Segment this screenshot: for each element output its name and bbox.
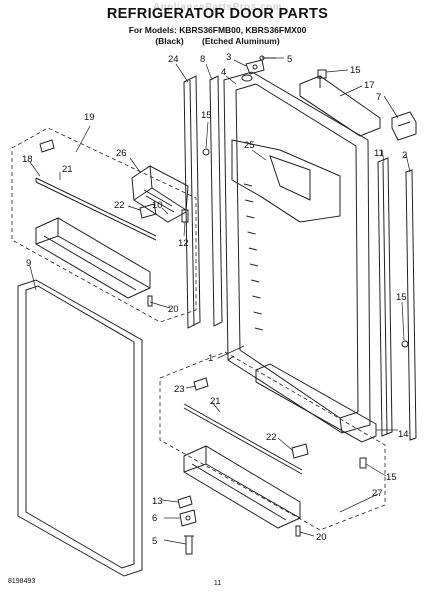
door-bin-part-10	[35, 217, 151, 299]
screw-part-15-bottom	[359, 457, 367, 469]
callout-11: 11	[374, 148, 384, 159]
liner-dimple	[249, 263, 259, 267]
callout-13: 13	[152, 496, 163, 507]
bottom-hinge-part-13	[177, 495, 193, 509]
screw-part-5-top	[259, 55, 276, 61]
liner-dimple	[252, 295, 261, 299]
callout-8: 8	[200, 54, 205, 65]
shelf-wire-part-21-lower	[183, 403, 303, 475]
callout-12: 12	[178, 238, 189, 249]
screw-part-15-right	[401, 340, 409, 348]
screw-part-12	[181, 209, 189, 223]
model-variants: (Black) (Etched Aluminum)	[0, 36, 435, 46]
callout-22-upper: 22	[114, 200, 125, 211]
callout-17: 17	[364, 80, 375, 91]
callout-5-bottom: 5	[152, 536, 157, 547]
callout-9: 9	[26, 258, 31, 269]
callout-4: 4	[221, 67, 226, 78]
callout-15-top: 15	[350, 65, 361, 76]
liner-dimple	[245, 199, 254, 203]
callout-26: 26	[116, 148, 127, 159]
screw-part-15-top	[317, 69, 327, 79]
model-numbers: For Models: KBRS36FMB00, KBRS36FMX00	[128, 25, 307, 35]
door-panel-part-1	[223, 71, 371, 434]
callout-2: 2	[402, 150, 407, 161]
callout-15-mid: 15	[201, 110, 212, 121]
liner-dimple	[253, 311, 262, 315]
bottom-trim-part-14	[255, 363, 377, 443]
callout-6: 6	[152, 513, 157, 524]
page-title: REFRIGERATOR DOOR PARTS	[106, 6, 329, 22]
shelf-end-part-23	[193, 377, 209, 391]
callout-19: 19	[84, 112, 95, 123]
page-number: 11	[213, 580, 222, 587]
screw-part-20-upper	[147, 295, 153, 307]
shelf-end-part-18	[39, 139, 55, 153]
liner-dimple	[243, 183, 253, 187]
callout-5-top: 5	[287, 54, 292, 65]
liner-dimple	[251, 279, 260, 283]
hinge-cap-part-7	[391, 111, 417, 141]
liner-dimple	[254, 327, 263, 331]
lower-shelf-group-box	[159, 351, 386, 531]
callout-22-lower: 22	[266, 432, 277, 443]
liner-dimple	[247, 231, 256, 235]
door-bin-lower	[183, 445, 301, 529]
callout-20-lower: 20	[316, 532, 327, 543]
screw-part-15-mid	[202, 148, 210, 156]
callout-1: 1	[208, 353, 213, 364]
callout-labels: 24 8 4 3 5 15 17 7 19 18 21 26 15 25 11 …	[22, 52, 409, 547]
callout-18: 18	[22, 154, 33, 165]
callout-15-right: 15	[396, 292, 407, 303]
callout-leader-lines	[29, 57, 411, 545]
callout-21-upper: 21	[62, 164, 73, 175]
screw-part-5-bottom	[184, 535, 194, 555]
liner-dimple	[246, 215, 255, 219]
door-trim-part-24	[183, 75, 201, 329]
shelf-cap-part-22-upper	[139, 203, 157, 219]
door-trim-part-8	[209, 75, 223, 327]
hinge-washer-part-6	[179, 509, 197, 527]
watermark-text: AppliancePartsPros.com	[152, 2, 283, 13]
shelf-cap-part-22-lower	[291, 443, 309, 459]
page-header: REFRIGERATOR DOOR PARTS For Models: KBRS…	[0, 6, 435, 46]
door-liner-dimples	[243, 183, 263, 331]
shelf-wire-part-21-upper	[35, 177, 157, 241]
control-module-part-26	[131, 165, 189, 223]
callout-24: 24	[168, 54, 179, 65]
callout-20-upper: 20	[168, 304, 179, 315]
door-liner-part-25	[231, 139, 341, 223]
document-number: 8198493	[8, 578, 36, 585]
screw-part-20-lower	[295, 525, 301, 537]
variant-aluminum: (Etched Aluminum)	[202, 36, 280, 46]
callout-23: 23	[174, 384, 185, 395]
gasket-strip-part-2	[405, 169, 417, 441]
upper-shelf-group-box	[11, 127, 197, 323]
callout-10: 10	[152, 200, 163, 211]
door-gasket-part-9	[17, 279, 143, 577]
callout-15-bottom: 15	[386, 472, 397, 483]
callout-25: 25	[244, 140, 255, 151]
door-trim-part-11	[377, 157, 393, 437]
callout-21-lower: 21	[210, 396, 221, 407]
hinge-bushing-part-4	[241, 74, 253, 82]
callout-27: 27	[372, 488, 383, 499]
callout-14: 14	[398, 429, 409, 440]
liner-dimple	[248, 247, 257, 251]
top-hinge-part-3	[245, 59, 265, 75]
variant-black: (Black)	[155, 36, 184, 46]
callout-7: 7	[376, 92, 381, 103]
callout-3: 3	[226, 52, 231, 63]
